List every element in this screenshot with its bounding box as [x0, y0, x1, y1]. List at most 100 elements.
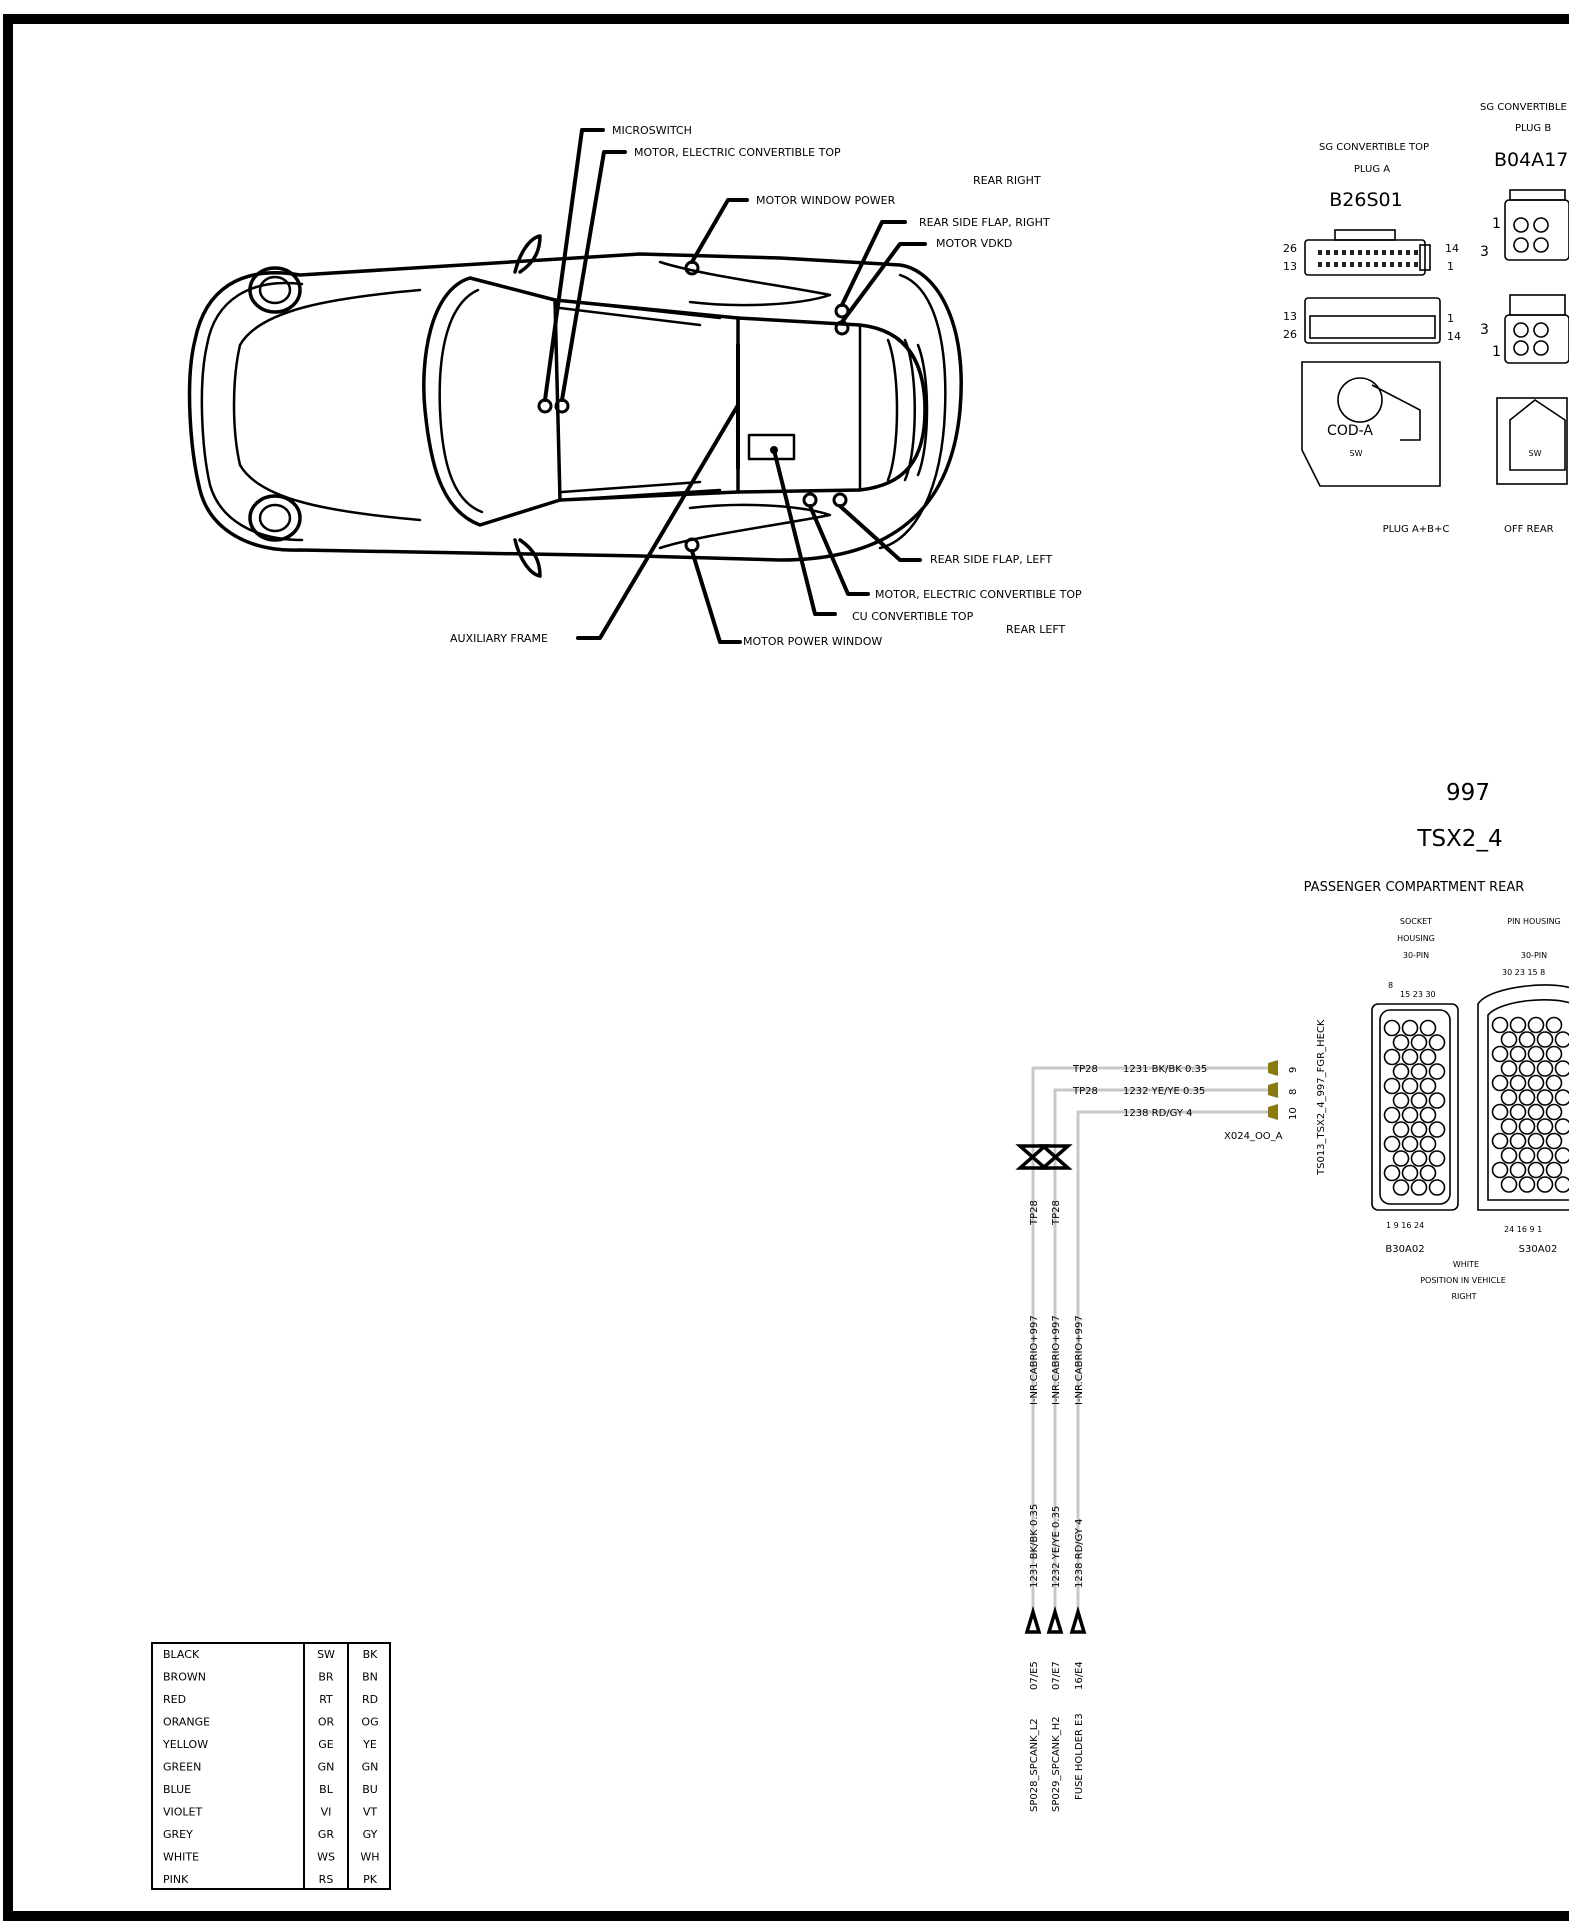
- housing-pin: [1509, 1161, 1527, 1179]
- plug-a-pin-slot: [1399, 320, 1403, 325]
- plug-a-connector: SG CONVERTIBLE TOP PLUG A B26S01 26 13 1…: [1283, 142, 1461, 535]
- tp-left-label: TP28: [1029, 1200, 1040, 1226]
- plug-a-pin-slot: [1406, 262, 1410, 267]
- plug-a-pin-slot: [1322, 320, 1327, 325]
- housing-pin: [1527, 1074, 1545, 1092]
- housing-pin: [1491, 1132, 1509, 1150]
- housing-pin: [1536, 1147, 1554, 1164]
- legend-name-cell: BLACK: [163, 1648, 200, 1661]
- housing-pin: [1554, 1147, 1569, 1164]
- wire-destination-1: SP028_SPCANK_L2: [1029, 1718, 1040, 1812]
- grid-ref-2: 07/E7: [1051, 1661, 1062, 1690]
- plug-a-pin-slot: [1382, 320, 1386, 325]
- socket-pin: [1383, 1135, 1401, 1153]
- plug-a-pin-1: 1: [1447, 260, 1454, 273]
- socket-pin: [1383, 1048, 1401, 1066]
- splice-symbol: [1015, 1144, 1073, 1170]
- plug-a-pin-slot: [1424, 320, 1429, 325]
- plug-a-pin-slot: [1398, 250, 1402, 255]
- connector-vertical-label: TS013_TSX2_4_997_FGR_HECK: [1316, 1019, 1327, 1176]
- housing-pin: [1500, 1089, 1518, 1106]
- housing-pin: [1536, 1176, 1554, 1193]
- housing-pin: [1491, 1016, 1509, 1034]
- legend-en-cell: OG: [361, 1716, 378, 1729]
- housing-pin: [1554, 1089, 1569, 1106]
- housing-pin: [1509, 1016, 1527, 1034]
- plug-a-pin-slot: [1342, 250, 1346, 255]
- plug-a-pin-slot: [1358, 262, 1362, 267]
- legend-name-cell: GREEN: [163, 1761, 201, 1774]
- plug-b-sw-label: SW: [1529, 449, 1542, 458]
- plug-a-pin-slot: [1390, 262, 1394, 267]
- wire-destination-3: FUSE HOLDER E3: [1074, 1713, 1085, 1800]
- plug-a-pin-slot: [1373, 329, 1378, 334]
- housing-pin: [1500, 1176, 1518, 1193]
- socket-pin: [1428, 1034, 1446, 1051]
- socket-pin: [1410, 1034, 1428, 1051]
- terminal-pins: [1268, 1060, 1278, 1120]
- housing-pin: [1509, 1045, 1527, 1063]
- grid-ref-1: 07/E5: [1029, 1661, 1040, 1690]
- housing-pin: [1518, 1176, 1536, 1193]
- label-motor-top-left: MOTOR, ELECTRIC CONVERTIBLE TOP: [875, 588, 1082, 601]
- socket-pin: [1392, 1092, 1410, 1109]
- plug-a-pin-slot: [1416, 329, 1420, 334]
- socket-pin: [1383, 1019, 1401, 1037]
- plug-a-pin-slot: [1390, 320, 1395, 325]
- housing-pin: [1545, 1132, 1563, 1150]
- car-labels: MICROSWITCH MOTOR, ELECTRIC CONVERTIBLE …: [450, 124, 1082, 648]
- plug-b-pin-3b: 3: [1480, 322, 1489, 338]
- plug-b-connector: SG CONVERTIBLE PLUG B B04A17 1 3 3 1 SW …: [1480, 102, 1569, 535]
- plug-a-pin-slot: [1373, 320, 1378, 325]
- label-motor-top-right: MOTOR, ELECTRIC CONVERTIBLE TOP: [634, 146, 841, 159]
- wire-row-1-tp: TP28: [1072, 1064, 1098, 1075]
- socket-pin: [1392, 1034, 1410, 1051]
- socket-pin: [1419, 1048, 1437, 1066]
- label-cu-convertible-top: CU CONVERTIBLE TOP: [852, 610, 974, 623]
- plug-a-pin-slot: [1414, 250, 1418, 255]
- legend-name-cell: ORANGE: [163, 1716, 210, 1729]
- plug-b-pin-3: 3: [1480, 244, 1489, 260]
- label-rear-left: REAR LEFT: [1006, 623, 1065, 636]
- legend-name-cell: GREY: [163, 1828, 193, 1841]
- housing-pin: [1500, 1031, 1518, 1048]
- socket-top-8: 8: [1388, 981, 1393, 990]
- position-right: RIGHT: [1451, 1292, 1476, 1301]
- plug-a-pin-slot: [1339, 329, 1344, 334]
- socket-pin: [1392, 1179, 1410, 1196]
- plug-a-pin-slot: [1374, 250, 1378, 255]
- plug-a-title: SG CONVERTIBLE TOP: [1319, 142, 1429, 153]
- plug-a-pin-slot: [1326, 250, 1330, 255]
- connector-tsx2-4: 997 TSX2_4 PASSENGER COMPARTMENT REAR SO…: [1224, 780, 1569, 1301]
- plug-a-pin-slot: [1398, 262, 1402, 267]
- wire-vertical-1: 1231 BK/BK 0.35: [1029, 1504, 1040, 1588]
- label-rear-side-flap-left: REAR SIDE FLAP, LEFT: [930, 553, 1052, 566]
- position-in-vehicle: POSITION IN VEHICLE: [1420, 1276, 1506, 1285]
- terminal-pin-9: 9: [1288, 1067, 1299, 1073]
- plug-b-code: B04A17: [1494, 149, 1568, 171]
- socket-pin: [1428, 1063, 1446, 1080]
- plug-a-pin-slot: [1416, 320, 1420, 325]
- housing-color: WHITE: [1453, 1260, 1479, 1269]
- socket-pin: [1419, 1106, 1437, 1124]
- plug-a-pin-14b: 14: [1447, 330, 1461, 343]
- plug-a-pin-slot: [1348, 329, 1352, 334]
- wire-row-2-label: 1232 YE/YE 0.35: [1123, 1086, 1205, 1097]
- label-microswitch: MICROSWITCH: [612, 124, 692, 137]
- socket-pin: [1410, 1179, 1428, 1196]
- legend-en-cell: BN: [362, 1671, 378, 1684]
- plug-b-title: SG CONVERTIBLE: [1480, 102, 1567, 113]
- housing-pin: [1545, 1103, 1563, 1121]
- plug-a-pin-slot: [1314, 329, 1318, 334]
- housing-pin: [1536, 1060, 1554, 1077]
- car-top-view: [187, 234, 963, 578]
- label-rear-right: REAR RIGHT: [973, 174, 1041, 187]
- plug-b-pin-1b: 1: [1492, 344, 1501, 360]
- terminal-pin-10: 10: [1288, 1107, 1299, 1120]
- socket-pin: [1410, 1150, 1428, 1167]
- connector-x024: X024_OO_A: [1224, 1131, 1283, 1142]
- wire-vertical-3: 1238 RD/GY 4: [1074, 1518, 1085, 1588]
- housing-pin: [1491, 1074, 1509, 1092]
- plug-a-pin-14: 14: [1445, 242, 1459, 255]
